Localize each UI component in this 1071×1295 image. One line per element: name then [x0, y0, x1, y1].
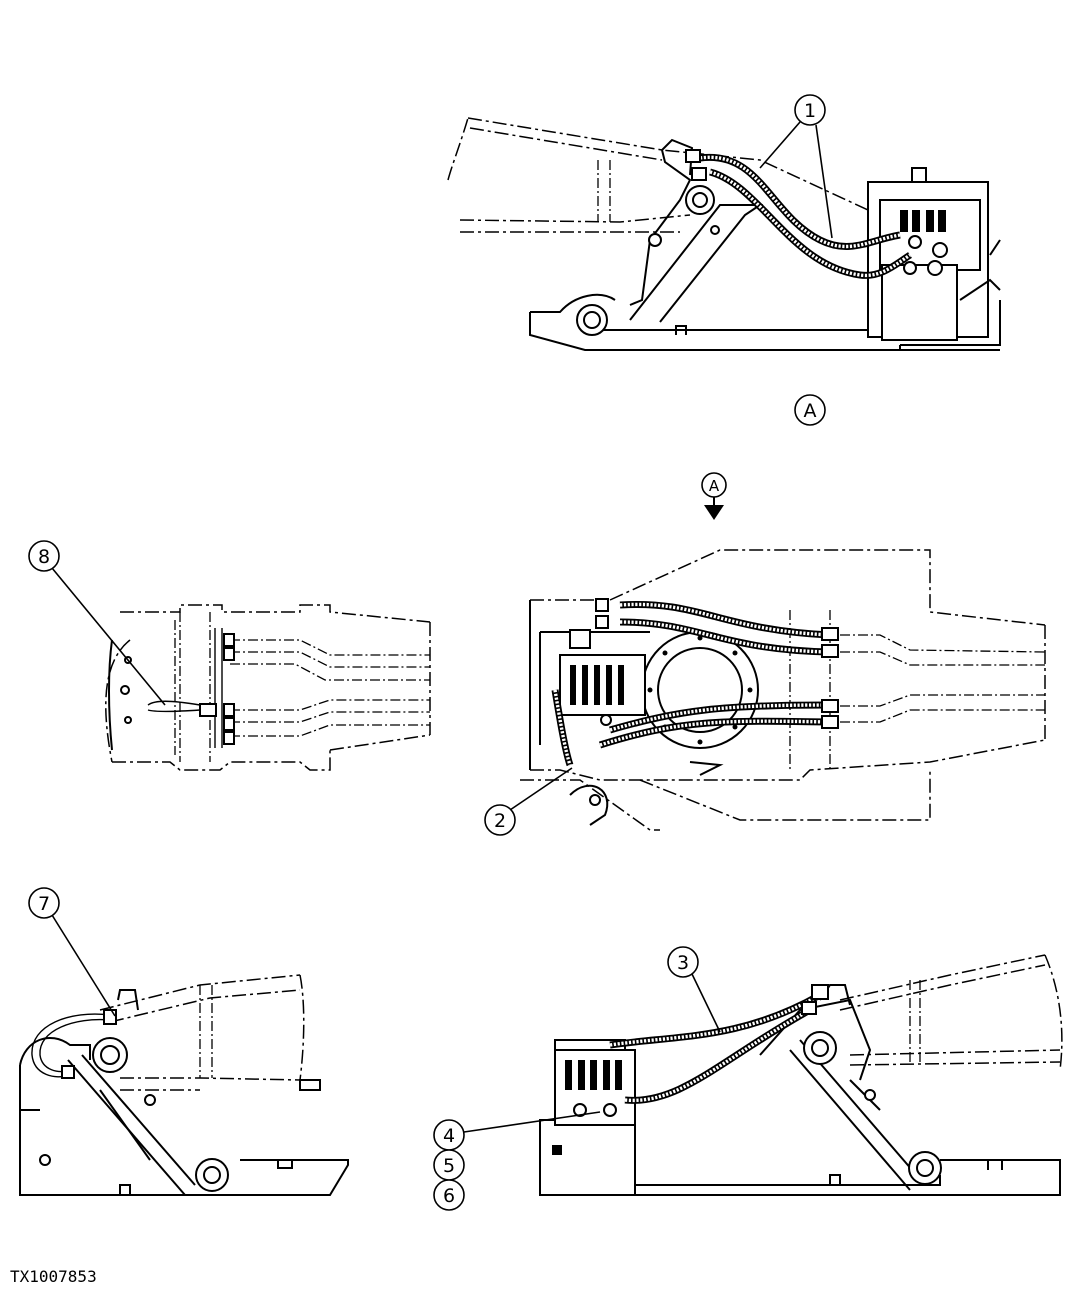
- svg-text:2: 2: [494, 810, 506, 832]
- top-boom-side-view: [447, 117, 1001, 351]
- middle-left-plan-view: [105, 604, 431, 771]
- svg-text:1: 1: [804, 100, 816, 122]
- view-label-a: A: [794, 394, 826, 426]
- svg-text:8: 8: [38, 546, 50, 568]
- callout-4: 4: [433, 1111, 601, 1151]
- svg-text:4: 4: [443, 1125, 455, 1147]
- svg-text:5: 5: [443, 1155, 455, 1177]
- svg-text:3: 3: [677, 952, 689, 974]
- svg-text:A: A: [709, 477, 720, 495]
- bottom-right-side-view: [539, 954, 1063, 1196]
- callout-1: 1: [759, 94, 833, 239]
- bottom-left-side-view: [19, 974, 349, 1196]
- svg-text:A: A: [804, 400, 817, 422]
- callout-6: 6: [433, 1179, 465, 1211]
- svg-text:6: 6: [443, 1185, 455, 1207]
- callout-3: 3: [667, 946, 721, 1033]
- figure-code: TX1007853: [10, 1267, 97, 1286]
- callout-5: 5: [433, 1149, 465, 1181]
- callout-7: 7: [28, 887, 116, 1017]
- callout-8: 8: [28, 540, 166, 706]
- callout-2: 2: [484, 767, 573, 836]
- view-a-arrow: A: [701, 472, 727, 520]
- middle-right-plan-view-a: [520, 549, 1046, 831]
- svg-text:7: 7: [38, 893, 50, 915]
